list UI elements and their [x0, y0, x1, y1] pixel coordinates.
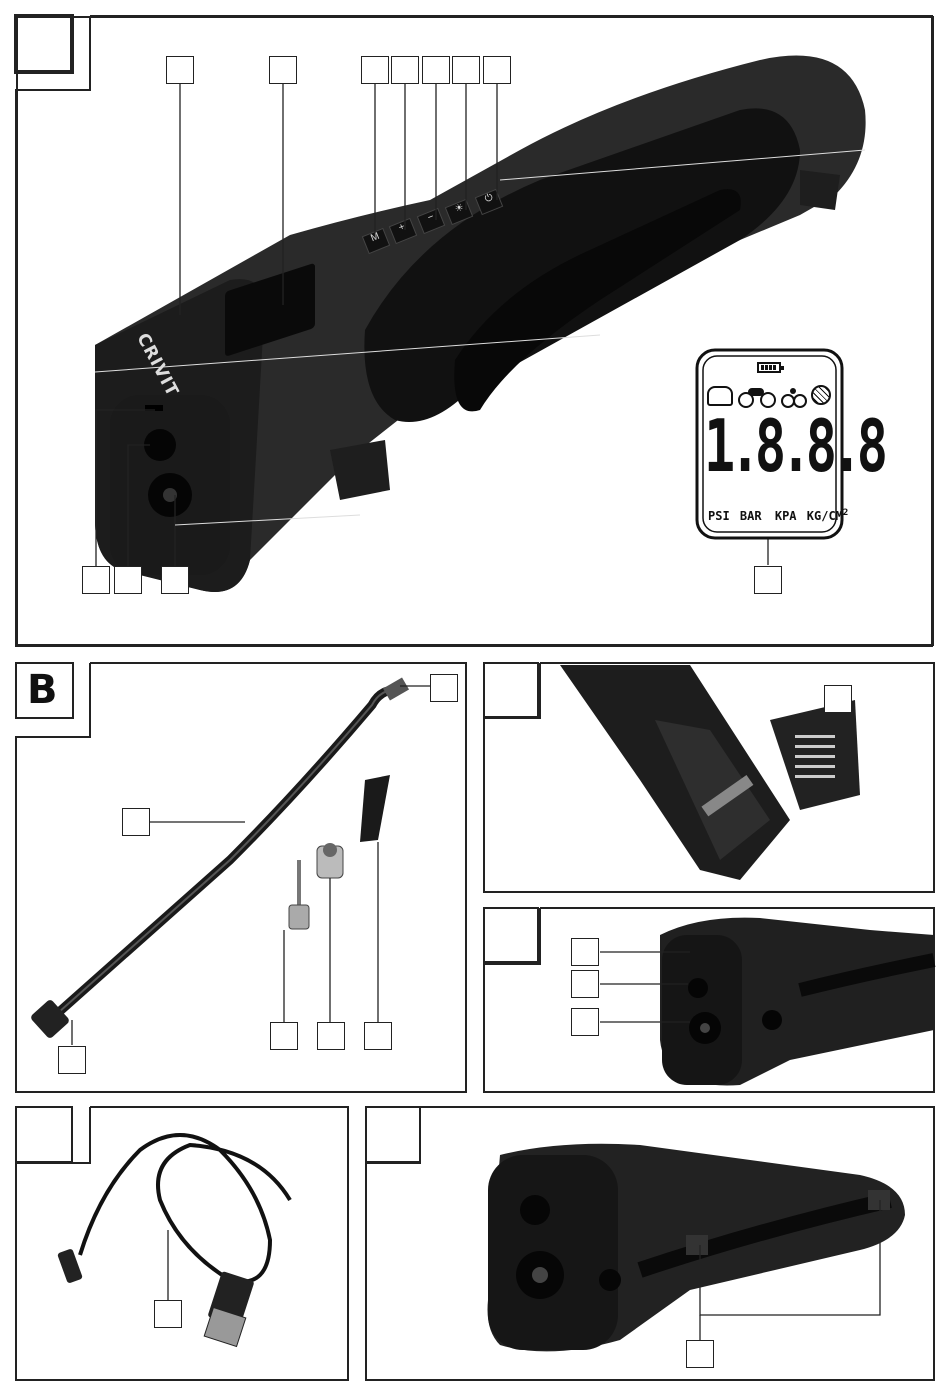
lcd-digits: 1.8.8.8: [704, 410, 882, 482]
lcd-unit-bar: BAR: [740, 509, 762, 523]
device-bottom: [560, 665, 790, 880]
lcd-unit-sup: 2: [843, 508, 848, 518]
device-ports-view: [660, 918, 934, 1086]
battery-cover: [770, 700, 860, 810]
callout-a-7: [483, 56, 511, 84]
device-illustration: [0, 0, 950, 650]
callout-a-1: [166, 56, 194, 84]
lcd-unit-psi: PSI: [708, 509, 730, 523]
callout-d-2: [571, 970, 599, 998]
callout-b-5: [317, 1022, 345, 1050]
callout-c-1: [824, 685, 852, 713]
device-side-view: [488, 1144, 906, 1352]
callout-a-2: [269, 56, 297, 84]
callout-d-1: [571, 938, 599, 966]
callout-a-4: [391, 56, 419, 84]
callout-f-1: [686, 1340, 714, 1368]
lcd-unit-kpa: KPA: [775, 509, 797, 523]
callout-b-2: [122, 808, 150, 836]
callout-a-6: [452, 56, 480, 84]
lcd-battery-icon: [757, 362, 781, 373]
callout-a-10: [161, 566, 189, 594]
lcd-ball-icon: [811, 385, 831, 405]
panel-b-letter: B: [27, 670, 58, 710]
callout-b-1: [430, 674, 458, 702]
lcd-car-icon: [707, 386, 733, 406]
callout-a-8: [82, 566, 110, 594]
usb-cable: [80, 1135, 290, 1282]
callout-d-3: [571, 1008, 599, 1036]
hose: [50, 690, 395, 1020]
lcd-units: PSI BAR KPA KG/CM2: [708, 508, 838, 523]
lcd-unit-kgcm: KG/CM: [807, 509, 843, 523]
callout-b-3: [58, 1046, 86, 1074]
callout-b-4: [270, 1022, 298, 1050]
callout-a-5: [422, 56, 450, 84]
callout-e-1: [154, 1300, 182, 1328]
callout-b-6: [364, 1022, 392, 1050]
callout-a-9: [114, 566, 142, 594]
callout-a-3: [361, 56, 389, 84]
callout-a-11: [754, 566, 782, 594]
